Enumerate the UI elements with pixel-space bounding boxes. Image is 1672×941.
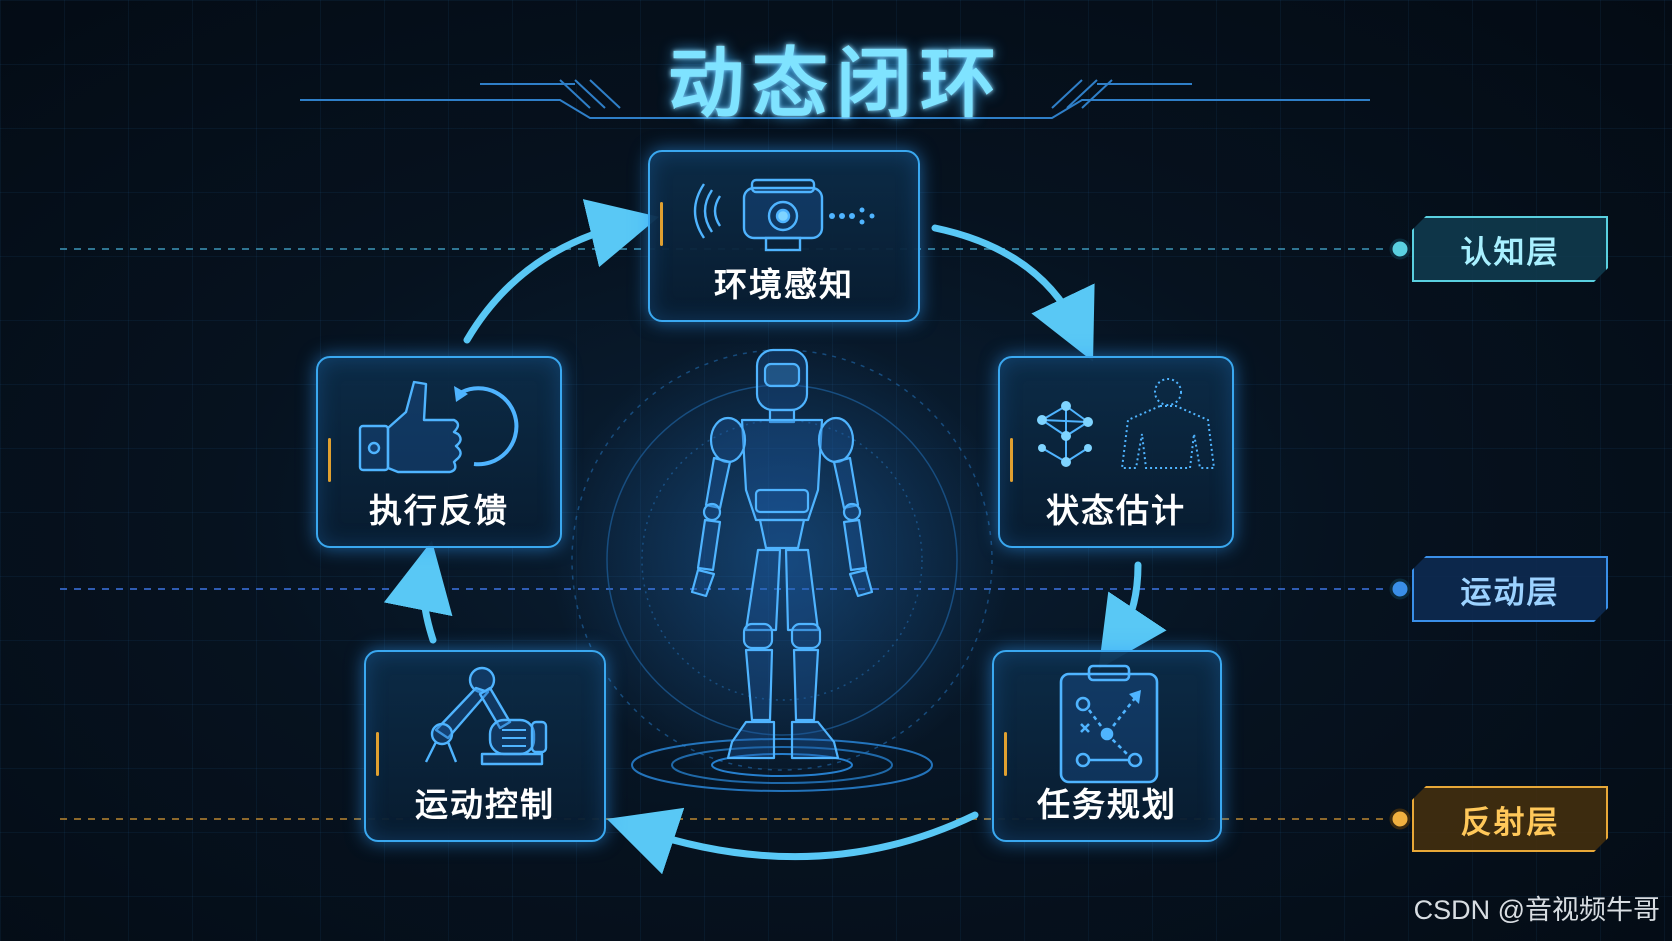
node-state-estimation: 状态估计 bbox=[998, 356, 1234, 548]
clipboard-plan-icon bbox=[1059, 664, 1159, 784]
layer-tag-cognitive: 认知层 bbox=[1412, 216, 1608, 282]
network-body-scan-icon bbox=[1037, 378, 1216, 469]
node-label-feedback: 执行反馈 bbox=[369, 491, 509, 530]
node-label-motion: 运动控制 bbox=[415, 785, 555, 824]
node-environment-perception: 环境感知 bbox=[648, 150, 920, 322]
arrow-motion-to-feedback bbox=[383, 540, 453, 644]
sensor-icon bbox=[693, 178, 875, 252]
thumbs-up-hand-icon bbox=[358, 380, 519, 474]
page-title: 动态闭环 bbox=[668, 39, 1004, 128]
robotic-arm-icon bbox=[424, 666, 548, 766]
node-label-planning: 任务规划 bbox=[1037, 785, 1177, 824]
watermark: CSDN @音视频牛哥 bbox=[1413, 895, 1660, 925]
layer-tag-motion: 运动层 bbox=[1412, 556, 1608, 622]
arrow-planning-to-motion bbox=[606, 807, 979, 875]
node-motion-control: 运动控制 bbox=[364, 650, 606, 842]
arrow-perception-to-state bbox=[931, 224, 1095, 362]
node-execution-feedback: 执行反馈 bbox=[316, 356, 562, 548]
title-decoration bbox=[300, 79, 1370, 119]
layer-tag-reflex: 反射层 bbox=[1412, 786, 1608, 852]
node-task-planning: 任务规划 bbox=[992, 650, 1222, 842]
humanoid-robot-icon bbox=[690, 348, 874, 760]
arrow-state-to-planning bbox=[1098, 561, 1167, 670]
arrow-feedback-to-perception bbox=[463, 199, 660, 344]
node-label-perception: 环境感知 bbox=[714, 265, 854, 304]
node-label-state: 状态估计 bbox=[1046, 491, 1186, 530]
